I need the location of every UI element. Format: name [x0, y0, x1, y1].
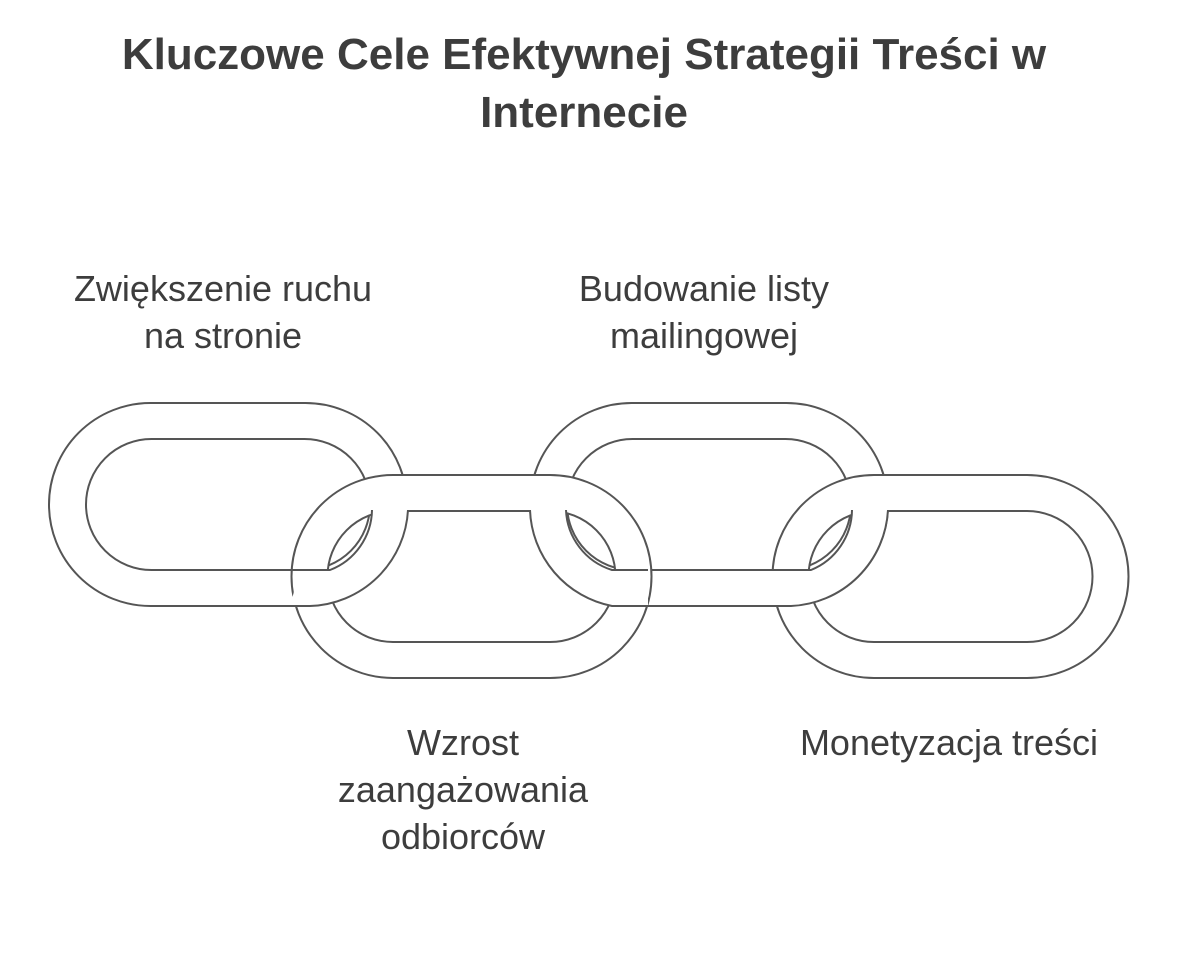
- chain-overlap-3: [770, 510, 888, 606]
- chain-overlap-2-inner: [565, 509, 648, 571]
- link-label-3: Wzrost zaangażowania odbiorców: [337, 722, 589, 857]
- chain-link-2: [290, 474, 653, 679]
- diagram-title: Kluczowe Cele Efektywnej Strategii Treśc…: [121, 30, 1047, 137]
- chain-overlap-2-outer: [529, 509, 648, 607]
- chain-overlap-1-inner: [290, 509, 373, 571]
- link-label-2: Budowanie listy mailingowej: [578, 268, 830, 356]
- chain-overlap-3-inner: [770, 509, 853, 571]
- chain-overlap-3-outer: [770, 509, 889, 607]
- chain-link-4: [771, 474, 1130, 679]
- chain-overlap-1-outer: [290, 509, 409, 607]
- link-label-4: Monetyzacja treści: [799, 722, 1099, 763]
- link-label-1: Zwiększenie ruchu na stronie: [73, 268, 373, 356]
